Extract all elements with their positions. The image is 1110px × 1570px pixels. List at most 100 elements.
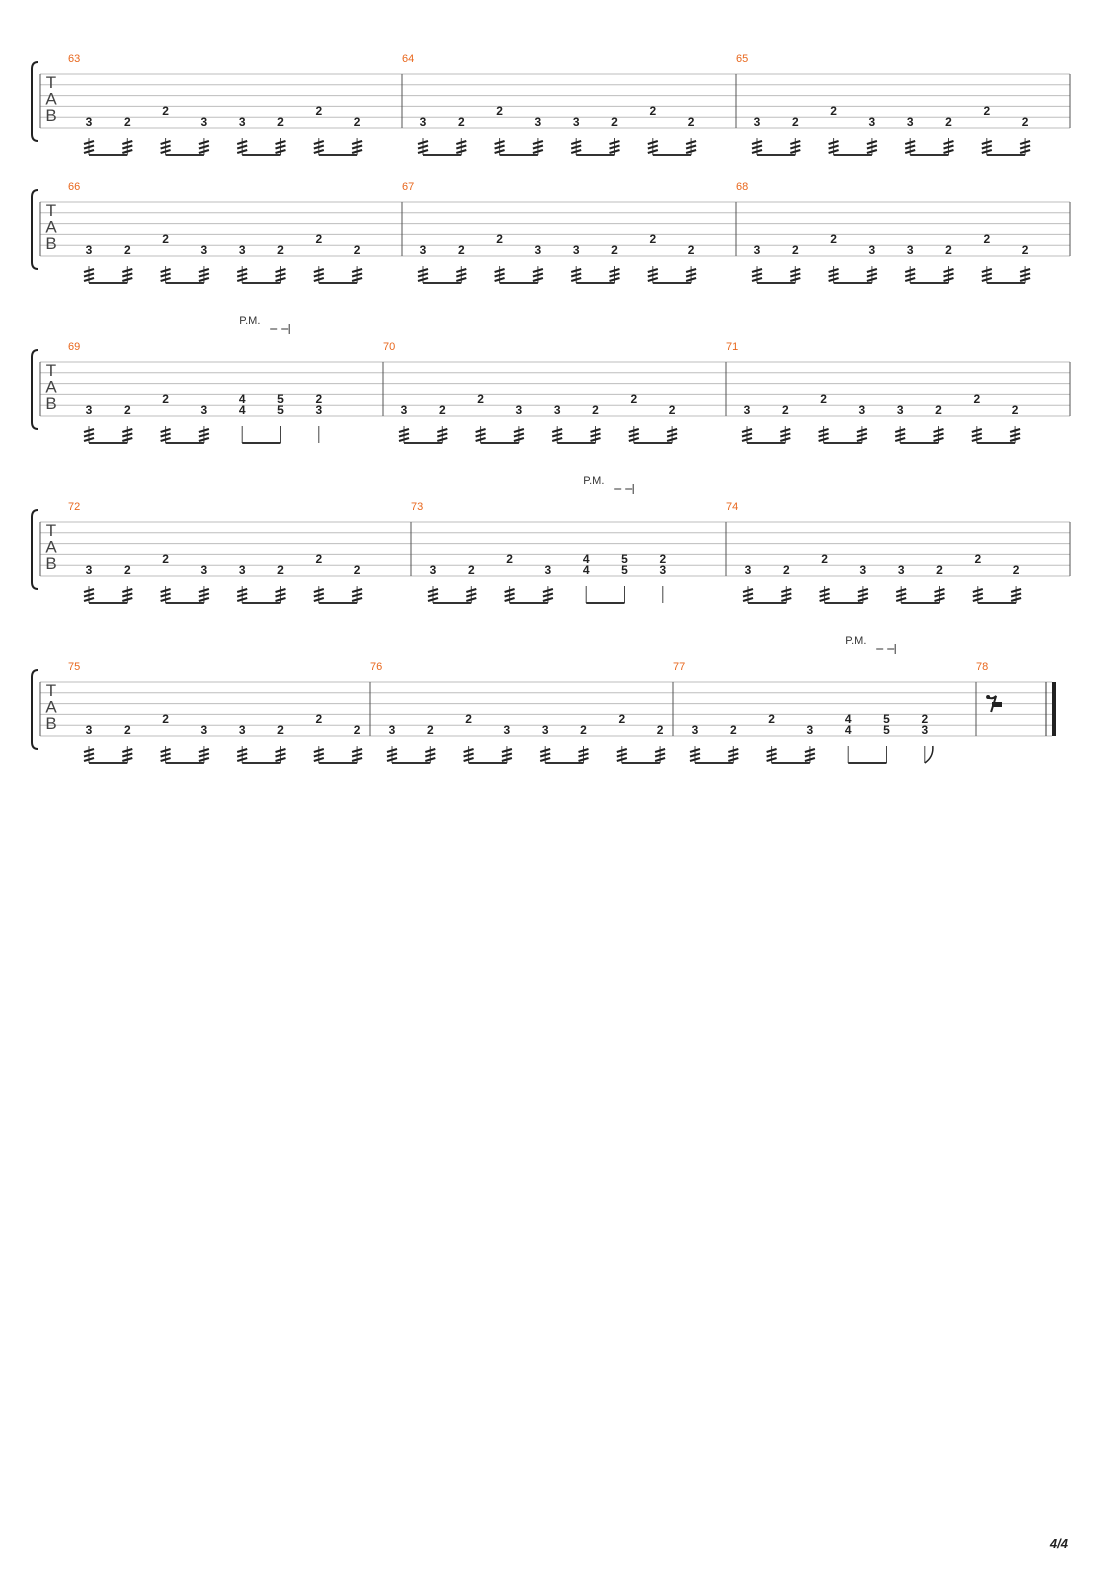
- tremolo-slash: [972, 592, 984, 598]
- tremolo-slash: [160, 272, 171, 278]
- tremolo-slash: [766, 752, 777, 758]
- fret-number: 2: [792, 243, 799, 257]
- tremolo-slash: [689, 752, 701, 758]
- tremolo-slash: [455, 148, 467, 155]
- fret-number: 3: [201, 243, 208, 257]
- tremolo-slash: [943, 272, 954, 278]
- tremolo-slash: [856, 432, 868, 438]
- fret-number: 2: [439, 403, 446, 417]
- tremolo-slash: [647, 139, 659, 146]
- bar-number: 68: [736, 181, 748, 193]
- tremolo-slash: [198, 747, 210, 754]
- tremolo-slash: [275, 139, 286, 146]
- tremolo-slash: [742, 587, 754, 594]
- tremolo-slash: [943, 139, 954, 146]
- palm-mute-label: P.M.: [845, 635, 866, 647]
- tremolo-slash: [417, 272, 429, 278]
- fret-number: 2: [935, 403, 942, 417]
- tremolo-slash: [160, 144, 171, 150]
- tremolo-slash: [313, 752, 325, 758]
- fret-number: 2: [688, 243, 695, 257]
- tremolo-slash: [160, 592, 171, 598]
- fret-number: 3: [754, 243, 761, 257]
- tremolo-slash: [532, 272, 544, 278]
- tremolo-slash: [647, 272, 659, 278]
- tremolo-slash: [494, 139, 505, 146]
- fret-number: 2: [162, 392, 169, 406]
- fret-number: 2: [162, 552, 169, 566]
- tremolo-slash: [455, 267, 467, 274]
- tremolo-slash: [386, 756, 398, 763]
- tremolo-slash: [1019, 139, 1031, 146]
- tremolo-slash: [766, 747, 777, 754]
- fret-number: 3: [907, 243, 914, 257]
- tremolo-slash: [972, 587, 984, 594]
- fret-number: 2: [830, 104, 837, 118]
- tremolo-slash: [866, 267, 878, 274]
- tremolo-slash: [160, 596, 171, 603]
- tremolo-slash: [856, 427, 868, 434]
- tremolo-slash: [463, 752, 474, 758]
- fret-number: 2: [782, 403, 789, 417]
- tremolo-slash: [532, 276, 544, 283]
- fret-number: 2: [315, 712, 322, 726]
- tremolo-slash: [751, 267, 763, 274]
- system-bracket: [31, 349, 39, 430]
- fret-number: 4: [845, 723, 852, 737]
- tremolo-slash: [857, 596, 869, 603]
- fret-number: 4: [583, 563, 590, 577]
- fret-number: 3: [420, 115, 427, 129]
- fret-number: 2: [688, 115, 695, 129]
- tremolo-slash: [1010, 592, 1022, 598]
- tremolo-slash: [804, 747, 816, 754]
- fret-number: 2: [830, 232, 837, 246]
- tremolo-slash: [198, 756, 210, 763]
- tremolo-slash: [494, 267, 505, 274]
- tremolo-slash: [789, 139, 801, 146]
- fret-number: 3: [201, 723, 208, 737]
- tremolo-slash: [666, 436, 678, 443]
- tab-clef-letter: A: [45, 218, 57, 237]
- tremolo-slash: [83, 752, 95, 758]
- fret-number: 3: [401, 403, 408, 417]
- tremolo-slash: [236, 752, 248, 758]
- tremolo-slash: [313, 276, 325, 283]
- tremolo-slash: [83, 427, 95, 434]
- tab-clef-letter: A: [45, 90, 57, 109]
- tremolo-slash: [83, 139, 95, 146]
- fret-number: 2: [477, 392, 484, 406]
- tremolo-slash: [789, 144, 801, 150]
- tremolo-slash: [590, 436, 601, 443]
- tremolo-slash: [313, 596, 325, 603]
- tremolo-slash: [751, 272, 763, 278]
- tremolo-slash: [866, 144, 878, 150]
- tremolo-slash: [275, 592, 286, 598]
- tremolo-slash: [398, 436, 410, 443]
- fret-number: 2: [315, 104, 322, 118]
- tremolo-slash: [236, 144, 248, 150]
- tremolo-slash: [933, 427, 944, 434]
- tremolo-slash: [804, 752, 816, 758]
- tremolo-slash: [83, 747, 95, 754]
- tremolo-slash: [609, 272, 620, 278]
- fret-number: 2: [820, 392, 827, 406]
- tremolo-slash: [351, 587, 363, 594]
- tremolo-slash: [475, 436, 486, 443]
- tremolo-slash: [616, 756, 628, 763]
- tremolo-slash: [689, 756, 701, 763]
- tremolo-slash: [198, 139, 210, 146]
- fret-number: 4: [583, 552, 590, 566]
- tremolo-slash: [160, 587, 171, 594]
- tremolo-slash: [121, 148, 133, 155]
- tab-clef-letter: B: [45, 234, 56, 253]
- tremolo-slash: [856, 436, 868, 443]
- fret-number: 3: [239, 563, 246, 577]
- palm-mute-label: P.M.: [583, 475, 604, 487]
- tremolo-slash: [275, 747, 286, 754]
- tremolo-slash: [933, 432, 944, 438]
- tremolo-slash: [818, 427, 829, 434]
- tremolo-slash: [513, 432, 525, 438]
- fret-number: 3: [86, 115, 93, 129]
- tremolo-slash: [819, 592, 830, 598]
- fret-number: 2: [792, 115, 799, 129]
